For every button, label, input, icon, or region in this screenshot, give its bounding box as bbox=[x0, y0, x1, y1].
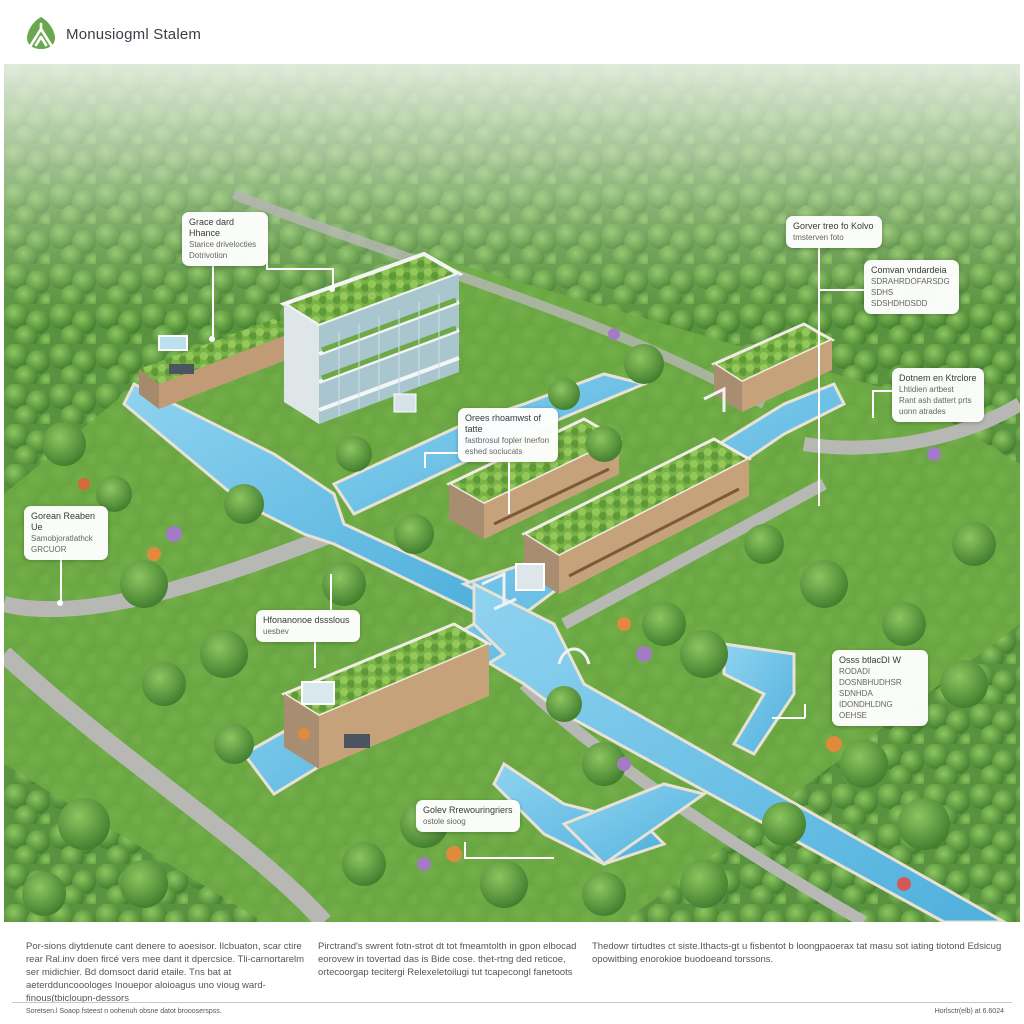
footer-version: Horlsctr(elb) at 6.6024 bbox=[934, 1008, 1004, 1015]
callout-title: Dotnem en Ktrclore bbox=[899, 373, 977, 383]
callout-left[interactable]: Gorean Reaben Ue Samobjoratlathck GRCUOR bbox=[24, 506, 108, 560]
callout-lower-right[interactable]: Osss btlacDI W RODADI DOSNBHUDHSR SDNHDA… bbox=[832, 650, 928, 726]
leader-line bbox=[424, 452, 426, 468]
footer-caption: Soretsen.l Soaop fsteest n oohenuh obsne… bbox=[26, 1008, 222, 1015]
anchor-dot bbox=[209, 336, 215, 342]
leaf-tent-logo-icon bbox=[27, 17, 55, 49]
callout-text: uonn atrades bbox=[899, 407, 946, 416]
leader-line bbox=[314, 638, 316, 668]
callout-text: OEHSE bbox=[839, 711, 868, 720]
leader-line bbox=[464, 842, 466, 858]
leader-line bbox=[508, 456, 510, 514]
site-illustration: Grace dard Hhance Starice drivelocties D… bbox=[4, 64, 1020, 922]
callout-text: fastbrosul fopler Inerfon bbox=[465, 436, 550, 445]
anchor-dot bbox=[57, 600, 63, 606]
leader-line bbox=[424, 452, 462, 454]
description-column-3: Thedowr tirtudtes ct siste.Ithacts-gt u … bbox=[592, 941, 1002, 965]
leader-line bbox=[330, 574, 332, 610]
leader-line bbox=[872, 390, 874, 418]
leader-line bbox=[872, 390, 892, 392]
callout-title: Comvan vndardeia bbox=[871, 265, 947, 275]
callout-title: Hfonanonoe dssslous bbox=[263, 615, 350, 625]
description-column-2: Pirctrand's swrent fotn-strot dt tot fme… bbox=[318, 941, 577, 978]
callout-bottom[interactable]: Golev Rrewouringriers ostole sioog bbox=[416, 800, 520, 832]
leader-line bbox=[60, 550, 62, 604]
leader-line bbox=[332, 268, 334, 288]
aerial-site-plan bbox=[4, 64, 1020, 922]
callout-text: SDRAHRDOFARSDG SDHS bbox=[871, 277, 950, 297]
callout-top-left[interactable]: Grace dard Hhance Starice drivelocties D… bbox=[182, 212, 268, 266]
leader-line bbox=[804, 704, 806, 718]
callout-lower-left[interactable]: Hfonanonoe dssslous uesbev bbox=[256, 610, 360, 642]
description-column-1: Por-sions diytdenute cant denere to aoes… bbox=[26, 941, 305, 1004]
callout-text: Lhtidien artbest bbox=[899, 385, 954, 394]
callout-text: Dotrivotion bbox=[189, 251, 228, 260]
building-southwest bbox=[280, 622, 493, 769]
callout-top-right-upper[interactable]: Gorver treo fo Kolvo tmsterven foto bbox=[786, 216, 882, 248]
building-tower bbox=[279, 251, 464, 424]
callout-top-right-middle[interactable]: Comvan vndardeia SDRAHRDOFARSDG SDHS SDS… bbox=[864, 260, 959, 314]
callout-text: SDNHDA IDONDHLDNG bbox=[839, 689, 893, 709]
header: Monusiogml Stalem bbox=[0, 0, 1024, 64]
leader-line bbox=[818, 246, 820, 506]
leader-line bbox=[464, 857, 554, 859]
callout-text: Samobjoratlathck bbox=[31, 534, 93, 543]
callout-title: Golev Rrewouringriers bbox=[423, 805, 513, 815]
leader-line bbox=[266, 268, 332, 270]
callout-text: GRCUOR bbox=[31, 545, 67, 554]
callout-right-middle[interactable]: Dotnem en Ktrclore Lhtidien artbest Rant… bbox=[892, 368, 984, 422]
building-east-long bbox=[515, 437, 753, 594]
leader-line bbox=[818, 289, 864, 291]
footer-divider bbox=[12, 1002, 1012, 1003]
callout-title: Gorver treo fo Kolvo bbox=[793, 221, 874, 231]
callout-title: Grace dard Hhance bbox=[189, 217, 235, 238]
callout-text: SDSHDHDSDD bbox=[871, 299, 928, 308]
app-title: Monusiogml Stalem bbox=[66, 26, 202, 43]
callout-text: Rant ash dattert prts bbox=[899, 396, 972, 405]
callout-title: Orees rhoamwst of tatte bbox=[465, 413, 542, 434]
callout-text: uesbev bbox=[263, 627, 289, 636]
leader-line bbox=[772, 717, 805, 719]
callout-text: tmsterven foto bbox=[793, 233, 844, 242]
callout-text: RODADI DOSNBHUDHSR bbox=[839, 667, 902, 687]
callout-text: ostole sioog bbox=[423, 817, 466, 826]
anchor-dot bbox=[329, 286, 335, 292]
building-northeast bbox=[710, 322, 836, 412]
callout-title: Osss btlacDI W bbox=[839, 655, 902, 665]
callout-title: Gorean Reaben Ue bbox=[31, 511, 96, 532]
building-west bbox=[139, 319, 294, 409]
leader-line bbox=[212, 250, 214, 338]
callout-text: Starice drivelocties bbox=[189, 240, 257, 249]
callout-center[interactable]: Orees rhoamwst of tatte fastbrosul fople… bbox=[458, 408, 558, 462]
callout-text: eshed sociucats bbox=[465, 447, 523, 456]
